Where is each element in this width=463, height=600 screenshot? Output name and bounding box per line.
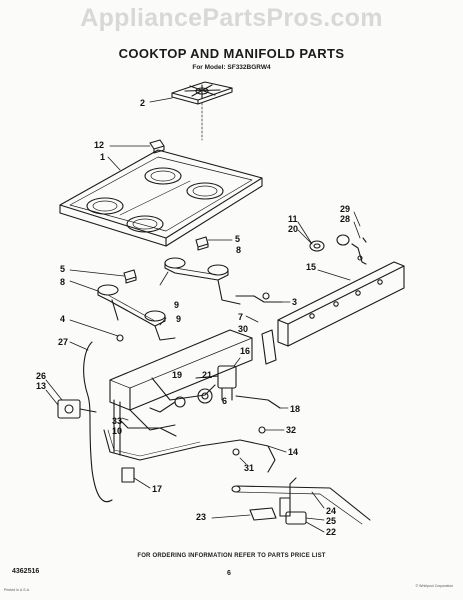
callout-27: 27 (58, 337, 68, 347)
callout-8-lower: 8 (60, 277, 65, 287)
rear-strap (235, 395, 281, 409)
callout-31: 31 (244, 463, 254, 473)
callout-12: 12 (94, 140, 104, 150)
callout-5-lower: 5 (60, 264, 65, 274)
callout-15: 15 (306, 262, 316, 272)
callout-16: 16 (240, 346, 250, 356)
callout-7: 7 (238, 312, 243, 322)
callout-20: 20 (288, 224, 298, 234)
left-valve (57, 399, 97, 419)
callout-33: 33 (112, 416, 122, 426)
callout-14: 14 (288, 447, 298, 457)
oven-burner-tube (235, 485, 371, 521)
igniter-upper (195, 236, 209, 251)
callout-2: 2 (140, 98, 145, 108)
igniter-lower (123, 269, 137, 284)
valve-knob (309, 234, 367, 265)
bracket-17 (121, 467, 135, 483)
callout-22: 22 (326, 527, 336, 537)
callout-28: 28 (340, 214, 350, 224)
fine-print-left: Printed in U.S.A. (4, 588, 30, 592)
bolt-31 (232, 448, 240, 456)
callout-30: 30 (238, 324, 248, 334)
page-number: 6 (227, 570, 231, 577)
callout-23: 23 (196, 512, 206, 522)
callout-21: 21 (202, 370, 212, 380)
callout-24: 24 (326, 506, 336, 516)
left-wire (83, 341, 113, 503)
long-tube (103, 429, 276, 473)
callout-25: 25 (326, 516, 336, 526)
callout-4: 4 (60, 314, 65, 324)
callout-1: 1 (100, 152, 105, 162)
burner-rear (164, 257, 241, 305)
callout-3: 3 (292, 297, 297, 307)
cooktop (59, 149, 263, 247)
document-number: 4362516 (12, 568, 40, 575)
ordering-note: FOR ORDERING INFORMATION REFER TO PARTS … (137, 553, 326, 559)
screw-32 (258, 426, 266, 434)
burner-front (97, 284, 176, 341)
callout-8-upper: 8 (236, 245, 241, 255)
pressure-regulator (149, 365, 237, 413)
screw (116, 334, 124, 342)
cooktop-clip (149, 139, 165, 154)
callout-13: 13 (36, 381, 46, 391)
page-title: COOKTOP AND MANIFOLD PARTS (118, 46, 345, 61)
gas-tube (119, 419, 177, 437)
callout-29: 29 (340, 204, 350, 214)
callout-9-lower: 9 (176, 314, 181, 324)
burner-box-frame (109, 329, 253, 456)
model-subtitle: For Model: SF332BGRW4 (192, 64, 271, 71)
callout-5-upper: 5 (235, 234, 240, 244)
manifold-rail (277, 261, 405, 347)
callout-19: 19 (172, 370, 182, 380)
callout-17: 17 (152, 484, 162, 494)
supply-tube (235, 295, 283, 303)
burner-grate (171, 81, 233, 105)
callout-18: 18 (290, 404, 300, 414)
callout-11: 11 (288, 214, 298, 224)
callout-10: 10 (112, 426, 122, 436)
oven-igniter (249, 477, 307, 525)
callout-26: 26 (36, 371, 46, 381)
callout-6: 6 (222, 396, 227, 406)
bracket (261, 329, 277, 365)
watermark: AppliancePartsPros.com (80, 4, 383, 32)
callout-32: 32 (286, 425, 296, 435)
fine-print-right: © Whirlpool Corporation (415, 584, 453, 588)
callout-9-upper: 9 (174, 300, 179, 310)
